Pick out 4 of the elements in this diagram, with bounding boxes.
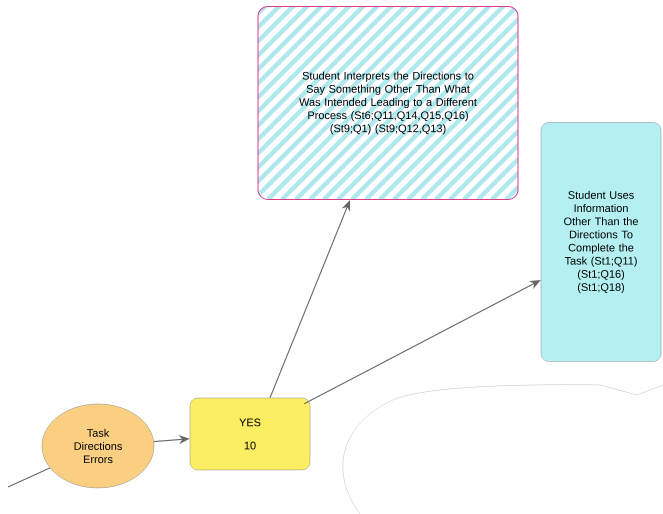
process-box: Student Uses Information Other Than the Directions To Complete the Task (St1;Q11) (St1;Q16) (St1;Q18) bbox=[540, 122, 662, 362]
hatched-box: Student Interprets the Directions to Say Something Other Than What Was Intended Leading to a Different Process (St6;Q11,Q14,Q15,Q16) (St9;Q1) (St9;Q12,Q13) bbox=[258, 6, 518, 200]
process-box: YES 10 bbox=[190, 398, 310, 470]
ellipse-node: Task Directions Errors bbox=[42, 404, 154, 488]
